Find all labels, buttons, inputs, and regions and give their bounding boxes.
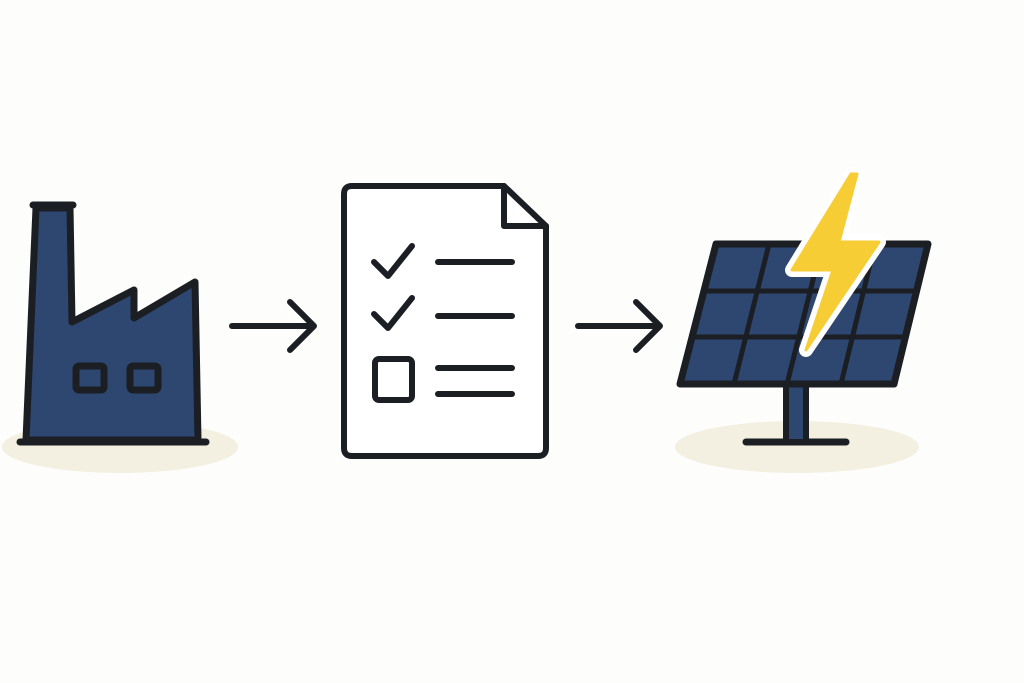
checklist-item: [371, 243, 515, 279]
arrow-icon: [575, 299, 663, 353]
solar-ground-shadow: [675, 421, 919, 473]
checkmark-icon: [371, 243, 415, 279]
checkmark-icon: [371, 295, 415, 331]
checklist-document-icon: [341, 183, 549, 459]
solar-panel-post: [783, 379, 809, 445]
factory-icon: [16, 201, 210, 446]
checklist-item: [371, 295, 515, 331]
empty-checkbox-icon: [372, 356, 415, 403]
factory-window-right: [126, 362, 162, 394]
checklist-item: [372, 356, 515, 403]
lightning-bolt-icon: [785, 167, 886, 357]
factory-window-left: [72, 362, 108, 394]
arrow-icon: [229, 299, 317, 353]
